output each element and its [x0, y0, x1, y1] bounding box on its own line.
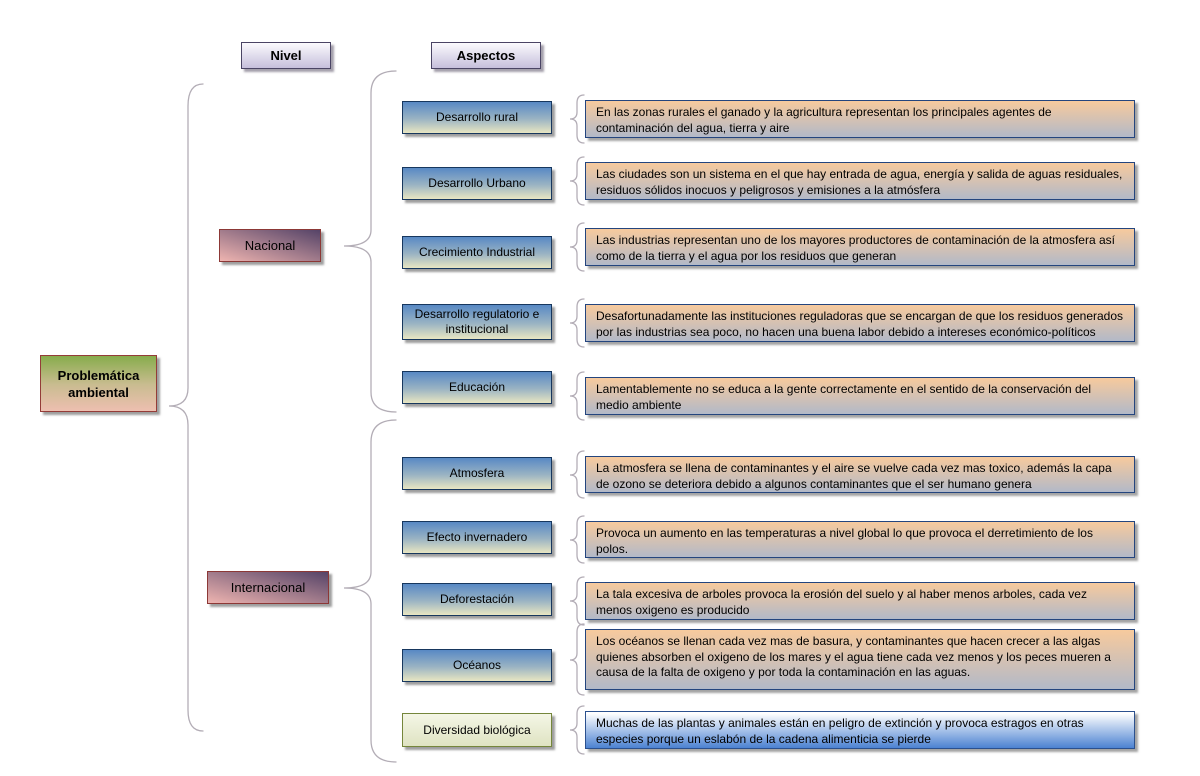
brace-aspect-desc: [569, 156, 585, 206]
brace-root: [168, 83, 204, 732]
level-node-nacional: Nacional: [219, 229, 321, 262]
aspect-node-efecto-invernadero: Efecto invernadero: [402, 521, 552, 554]
brace-aspect-desc: [569, 515, 585, 564]
description-crecimiento-industrial: Las industrias representan uno de los ma…: [585, 228, 1135, 266]
description-text: Lamentablemente no se educa a la gente c…: [596, 382, 1091, 412]
aspect-node-educacion: Educación: [402, 371, 552, 404]
aspect-label: Desarrollo regulatorio e institucional: [414, 307, 540, 336]
column-header-nivel: Nivel: [241, 42, 331, 69]
brace-internacional: [343, 419, 397, 763]
brace-nacional: [343, 70, 397, 413]
description-oceanos: Los océanos se llenan cada vez mas de ba…: [585, 629, 1135, 690]
description-desarrollo-regulatorio: Desafortunadamente las instituciones reg…: [585, 304, 1135, 342]
column-header-aspectos: Aspectos: [431, 42, 541, 69]
brace-aspect-desc: [569, 705, 585, 755]
aspect-label: Efecto invernadero: [426, 530, 528, 544]
brace-aspect-desc: [569, 222, 585, 272]
aspect-node-deforestacion: Deforestación: [402, 583, 552, 616]
brace-aspect-desc: [569, 371, 585, 421]
description-text: Provoca un aumento en las temperaturas a…: [596, 526, 1093, 556]
brace-aspect-desc: [569, 576, 585, 626]
description-educacion: Lamentablemente no se educa a la gente c…: [585, 377, 1135, 415]
aspect-node-desarrollo-rural: Desarrollo rural: [402, 101, 552, 134]
aspect-label: Desarrollo Urbano: [428, 176, 526, 190]
aspect-node-atmosfera: Atmosfera: [402, 457, 552, 490]
description-text: La atmosfera se llena de contaminantes y…: [596, 461, 1112, 491]
aspect-label: Deforestación: [439, 592, 515, 606]
aspect-node-diversidad-biologica: Diversidad biológica: [402, 713, 552, 747]
aspect-label: Educación: [448, 380, 506, 394]
aspect-label: Océanos: [452, 658, 502, 672]
aspect-node-desarrollo-regulatorio: Desarrollo regulatorio e institucional: [402, 304, 552, 340]
column-header-label: Nivel: [270, 48, 302, 63]
description-text: Los océanos se llenan cada vez mas de ba…: [596, 634, 1111, 679]
description-text: Desafortunadamente las instituciones reg…: [596, 309, 1124, 339]
description-efecto-invernadero: Provoca un aumento en las temperaturas a…: [585, 521, 1135, 558]
brace-aspect-desc: [569, 450, 585, 499]
description-desarrollo-urbano: Las ciudades son un sistema en el que ha…: [585, 162, 1135, 200]
level-label: Nacional: [244, 238, 296, 253]
aspect-label: Atmosfera: [449, 466, 505, 480]
aspect-label: Crecimiento Industrial: [418, 245, 536, 259]
aspect-label: Diversidad biológica: [423, 722, 531, 737]
root-label: Problemática ambiental: [57, 367, 140, 400]
description-atmosfera: La atmosfera se llena de contaminantes y…: [585, 456, 1135, 493]
brace-aspect-desc: [569, 623, 585, 696]
level-label: Internacional: [230, 580, 306, 595]
description-text: Las industrias representan uno de los ma…: [596, 233, 1115, 263]
description-deforestacion: La tala excesiva de arboles provoca la e…: [585, 582, 1135, 620]
aspect-node-desarrollo-urbano: Desarrollo Urbano: [402, 167, 552, 200]
column-header-label: Aspectos: [456, 48, 516, 63]
description-diversidad-biologica: Muchas de las plantas y animales están e…: [585, 711, 1135, 749]
description-text: Las ciudades son un sistema en el que ha…: [596, 167, 1123, 197]
description-text: Muchas de las plantas y animales están e…: [596, 716, 1084, 746]
aspect-node-crecimiento-industrial: Crecimiento Industrial: [402, 236, 552, 269]
brace-aspect-desc: [569, 94, 585, 144]
level-node-internacional: Internacional: [207, 571, 329, 604]
description-desarrollo-rural: En las zonas rurales el ganado y la agri…: [585, 100, 1135, 138]
aspect-label: Desarrollo rural: [435, 110, 519, 124]
aspect-node-oceanos: Océanos: [402, 649, 552, 682]
description-text: La tala excesiva de arboles provoca la e…: [596, 587, 1087, 617]
brace-aspect-desc: [569, 298, 585, 348]
root-node-problematica-ambiental: Problemática ambiental: [40, 355, 157, 412]
description-text: En las zonas rurales el ganado y la agri…: [596, 105, 1052, 135]
